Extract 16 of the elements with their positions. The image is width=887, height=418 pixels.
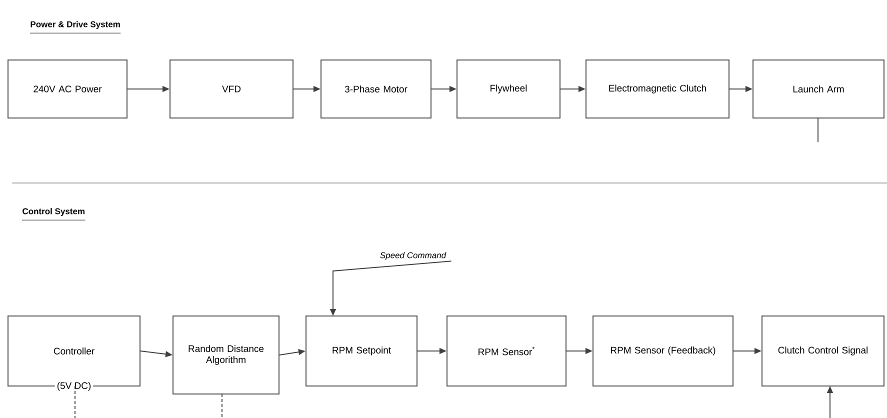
process-box: Launch Arm [752,60,884,118]
process-box: Clutch Control Signal [762,316,884,386]
process-box: Flywheel [456,60,560,118]
process-box: Electromagnetic Clutch [586,60,730,118]
signal-label: Speed Command [380,252,446,260]
process-box: RPM Sensor$^{*}$ [446,316,566,386]
process-box: RPM Setpoint [306,316,418,386]
process-box: RPM Sensor (Feedback) [592,316,734,386]
section-heading: Control System [22,208,86,221]
process-box: 3-Phase Motor [320,60,432,118]
section-heading: Power & Drive System [30,21,122,34]
process-box: Controller (5V DC) [8,316,141,393]
process-box: 240V AC Power [8,60,128,118]
connector-line [74,385,76,418]
process-box: VFD [170,60,294,118]
process-box: Random Distance Algorithm [172,316,280,394]
